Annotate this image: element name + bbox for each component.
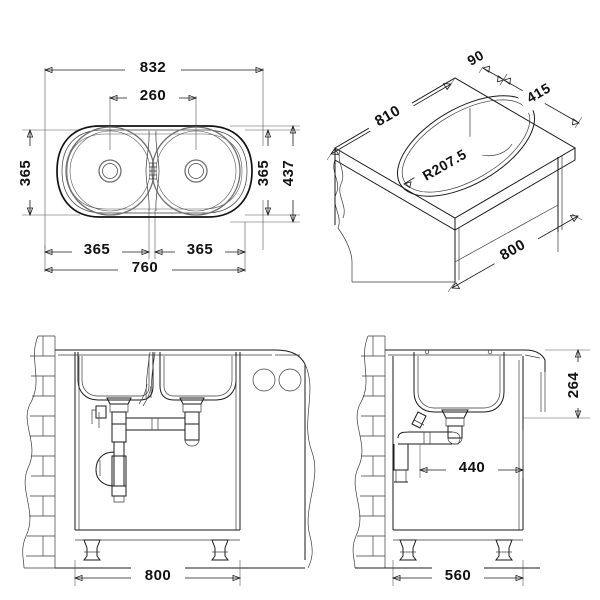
dimension-260: 260 bbox=[108, 87, 198, 104]
dimension-label: 437 bbox=[280, 160, 297, 187]
dimension-label: 264 bbox=[565, 372, 582, 399]
dimension-label: 90 bbox=[464, 47, 486, 69]
dimension-365-right: 365 bbox=[255, 128, 276, 217]
dimension-832: 832 bbox=[43, 58, 265, 76]
front-feet bbox=[83, 539, 229, 561]
dimension-label: 260 bbox=[140, 87, 167, 104]
dimension-90: 90 bbox=[459, 41, 508, 86]
dimension-437: 437 bbox=[280, 124, 301, 224]
side-bowl bbox=[413, 352, 505, 413]
dimension-label: 440 bbox=[459, 459, 486, 476]
brick-wall-front bbox=[22, 335, 56, 569]
dimension-label: 560 bbox=[445, 567, 472, 584]
dimension-264: 264 bbox=[523, 348, 590, 420]
dimension-415: 415 bbox=[499, 72, 583, 129]
dimension-800-front: 800 bbox=[73, 560, 242, 586]
bowl-divider bbox=[145, 130, 160, 212]
dimension-label: 832 bbox=[140, 59, 167, 76]
front-section-view: 800 bbox=[22, 335, 316, 586]
side-waste-assembly bbox=[393, 409, 469, 483]
brick-wall-side bbox=[352, 335, 386, 569]
dimension-label: 365 bbox=[84, 241, 111, 258]
dimension-560: 560 bbox=[391, 560, 525, 586]
overflow-slots bbox=[149, 162, 157, 180]
side-feet bbox=[399, 539, 513, 561]
top-plan-view: 832 260 365 365 bbox=[17, 58, 301, 276]
dimension-label: 365 bbox=[17, 160, 34, 187]
dimension-label: 800 bbox=[145, 567, 172, 584]
side-worktop bbox=[385, 349, 546, 372]
iso-cabinet-edges bbox=[334, 155, 563, 283]
front-waste-assembly bbox=[91, 351, 205, 503]
dimension-365-left: 365 bbox=[17, 128, 38, 217]
dimension-label: 365 bbox=[187, 241, 214, 258]
isometric-cutout-view: 810 90 415 R207.5 bbox=[326, 41, 583, 293]
front-break-line bbox=[304, 363, 316, 569]
front-cabinet bbox=[55, 352, 305, 569]
sink-outline bbox=[56, 125, 253, 218]
dimension-760: 760 bbox=[43, 259, 247, 276]
dimension-label: 365 bbox=[255, 160, 272, 187]
dimension-440: 440 bbox=[418, 430, 525, 478]
dimension-label: 760 bbox=[132, 259, 159, 276]
tap-holes bbox=[252, 368, 302, 392]
dimension-365-bottom-right: 365 bbox=[153, 241, 247, 258]
front-right-bowl bbox=[159, 352, 237, 401]
side-section-view: 264 440 560 bbox=[352, 335, 590, 586]
front-worktop bbox=[55, 349, 306, 560]
dimension-810: 810 bbox=[326, 77, 456, 161]
plan-extension-lines bbox=[22, 68, 300, 272]
dimension-radius: R207.5 bbox=[403, 136, 484, 192]
dimension-365-bottom-left: 365 bbox=[43, 241, 151, 258]
front-left-bowl bbox=[77, 352, 154, 401]
